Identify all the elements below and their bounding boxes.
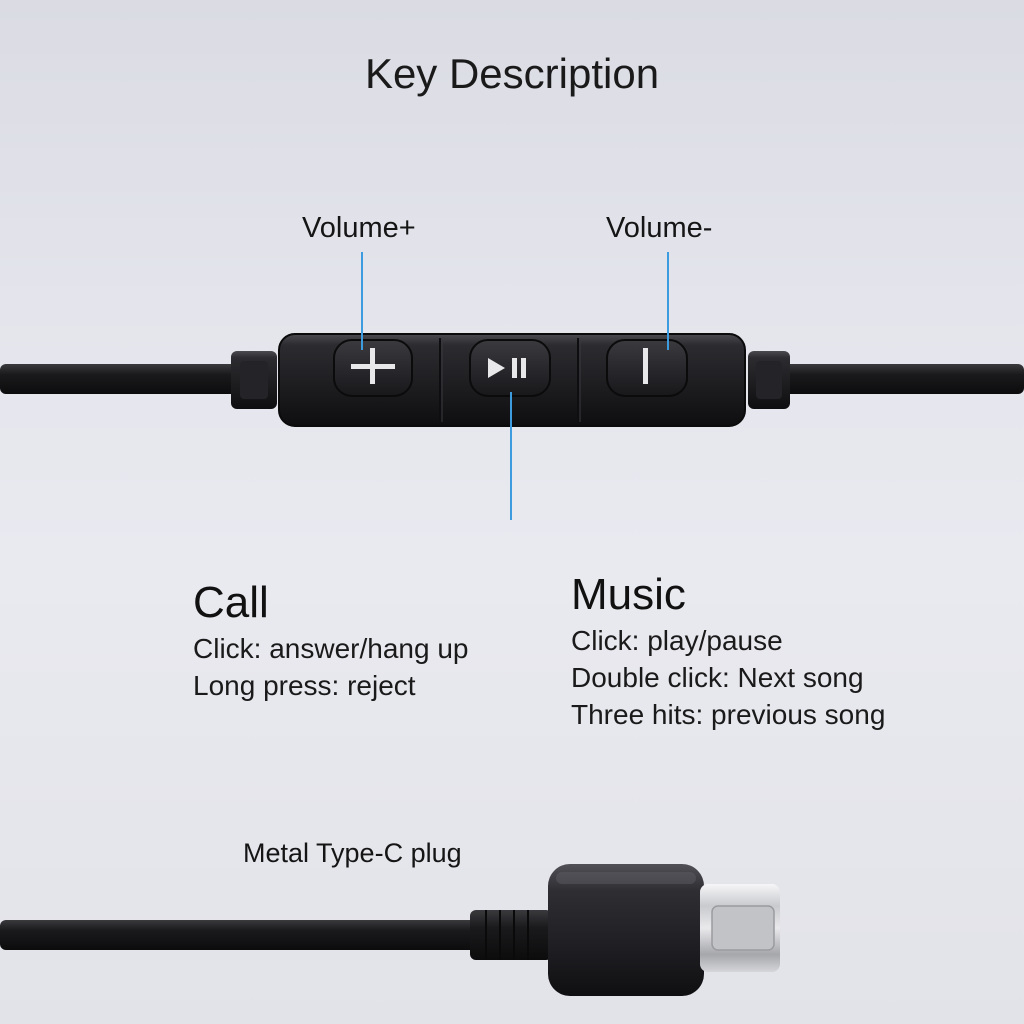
volume-plus-button[interactable] xyxy=(333,339,413,397)
call-heading: Call xyxy=(193,578,269,627)
music-line: Double click: Next song xyxy=(571,662,864,693)
call-line: Click: answer/hang up xyxy=(193,633,469,664)
minus-icon xyxy=(643,348,648,384)
type-c-plug xyxy=(0,864,780,996)
music-line: Click: play/pause xyxy=(571,625,783,656)
volume-plus-label: Volume+ xyxy=(302,212,416,244)
call-section: Call Click: answer/hang up Long press: r… xyxy=(193,578,468,704)
volume-minus-button[interactable] xyxy=(606,339,688,397)
leader-line-play-pause xyxy=(510,392,512,520)
play-pause-button[interactable] xyxy=(469,339,551,397)
volume-minus-label: Volume- xyxy=(606,212,713,244)
plug-label: Metal Type-C plug xyxy=(243,838,462,868)
leader-line-volume-plus xyxy=(361,252,363,350)
music-line: Three hits: previous song xyxy=(571,699,886,730)
plus-icon xyxy=(351,348,395,384)
cable-upper xyxy=(0,364,1024,394)
music-heading: Music xyxy=(571,570,686,619)
call-line: Long press: reject xyxy=(193,670,416,701)
music-section: Music Click: play/pause Double click: Ne… xyxy=(571,570,885,733)
play-pause-icon xyxy=(488,358,526,378)
leader-line-volume-minus xyxy=(667,252,669,350)
page-title: Key Description xyxy=(364,50,660,97)
